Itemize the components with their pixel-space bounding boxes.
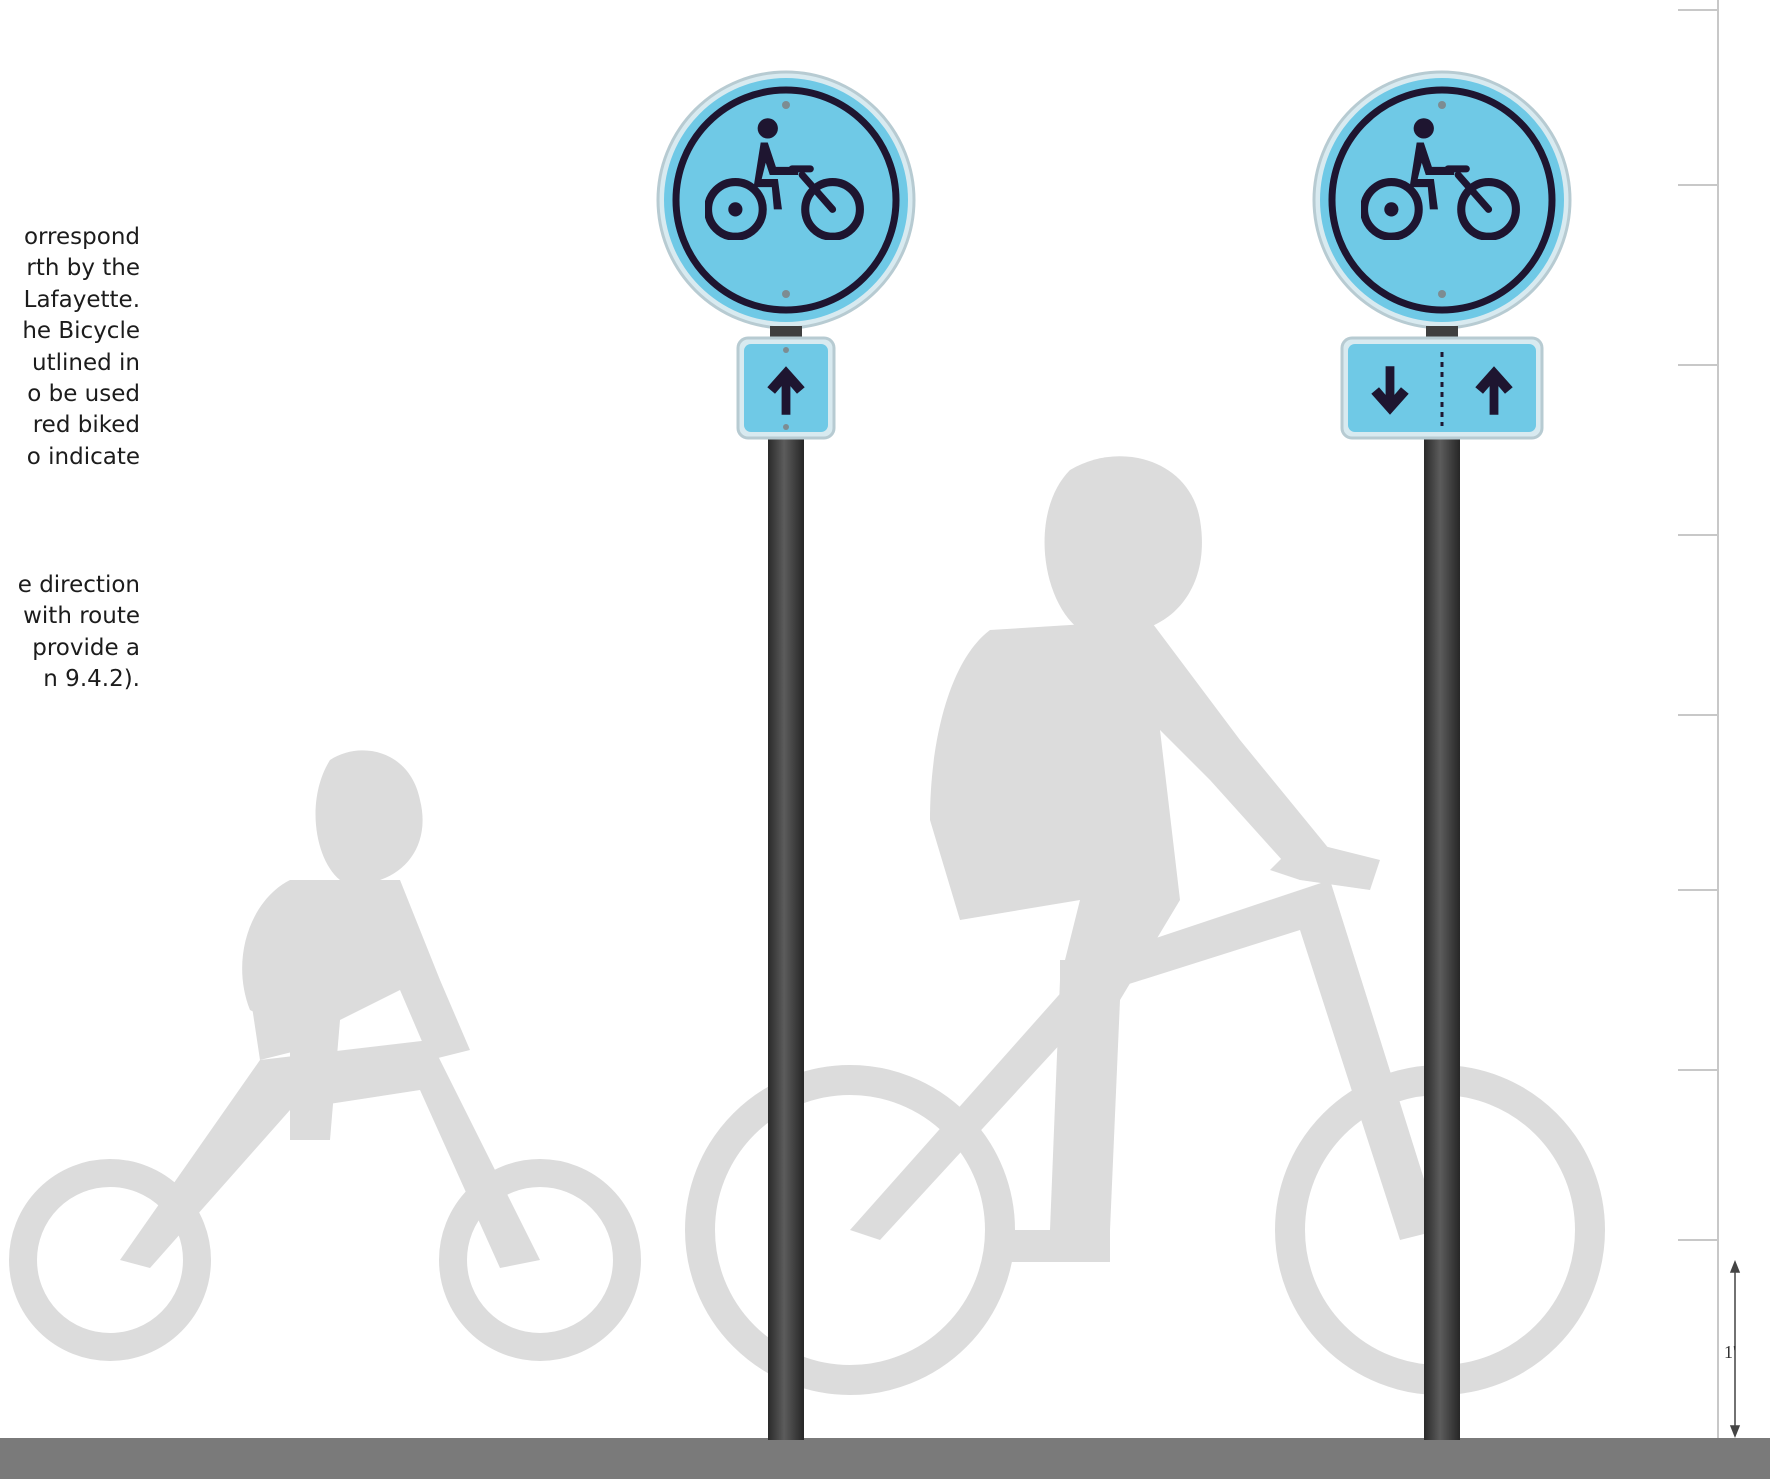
child-cyclist-silhouette xyxy=(23,750,627,1347)
one-way-sign xyxy=(658,72,914,438)
dimension-label: 1' xyxy=(1724,1342,1736,1362)
height-ruler xyxy=(1678,0,1718,1440)
ground xyxy=(0,1438,1770,1479)
pole xyxy=(768,430,804,1440)
pole xyxy=(1424,430,1460,1440)
two-way-sign xyxy=(1314,72,1570,438)
